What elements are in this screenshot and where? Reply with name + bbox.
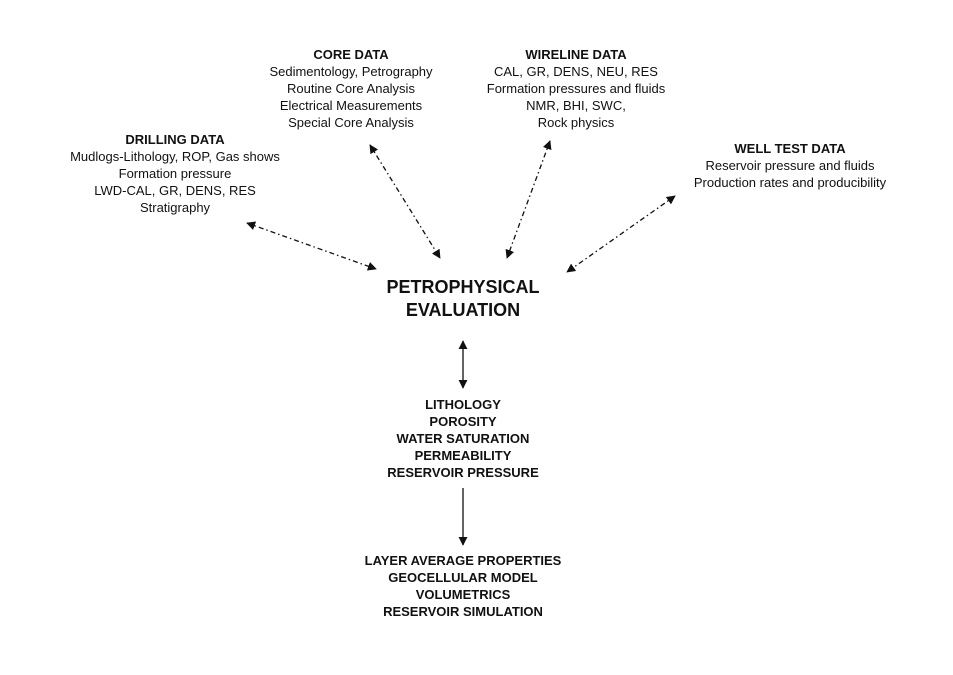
output-item: GEOCELLULAR MODEL — [388, 570, 538, 585]
property-item: PERMEABILITY — [414, 448, 512, 463]
wireline-data-item: Rock physics — [537, 115, 615, 130]
property-item: LITHOLOGY — [425, 397, 501, 412]
core-data-item: Routine Core Analysis — [287, 81, 415, 96]
core-data-item: Electrical Measurements — [279, 98, 423, 113]
well-test-data-item: Reservoir pressure and fluids — [705, 158, 875, 173]
core-data-item: Special Core Analysis — [288, 115, 414, 130]
wireline-data-item: NMR, BHI, SWC, — [526, 98, 626, 113]
property-item: POROSITY — [429, 414, 497, 429]
core-arrow — [369, 144, 441, 259]
wireline-data-title: WIRELINE DATA — [525, 47, 627, 62]
center-line: PETROPHYSICAL — [386, 277, 540, 297]
output-item: VOLUMETRICS — [415, 587, 511, 602]
wireline-data-item: CAL, GR, DENS, NEU, RES — [494, 64, 658, 79]
drilling-data-item: Formation pressure — [118, 166, 232, 181]
output-item: RESERVOIR SIMULATION — [383, 604, 543, 619]
center-line: EVALUATION — [405, 300, 521, 320]
properties-block: LITHOLOGY POROSITY WATER SATURATION PERM… — [360, 396, 566, 481]
drilling-data-item: Mudlogs-Lithology, ROP, Gas shows — [70, 149, 280, 164]
core-data-item: Sedimentology, Petrography — [269, 64, 433, 79]
drilling-data-title: DRILLING DATA — [125, 132, 225, 147]
outputs-block: LAYER AVERAGE PROPERTIES GEOCELLULAR MOD… — [343, 552, 583, 620]
well-test-data-block: WELL TEST DATA Reservoir pressure and fl… — [672, 140, 908, 191]
core-data-block: CORE DATA Sedimentology, Petrography Rou… — [252, 46, 450, 131]
property-item: WATER SATURATION — [396, 431, 530, 446]
drilling-data-block: DRILLING DATA Mudlogs-Lithology, ROP, Ga… — [50, 131, 300, 216]
property-item: RESERVOIR PRESSURE — [387, 465, 539, 480]
well-test-data-title: WELL TEST DATA — [734, 141, 846, 156]
drilling-arrow — [246, 221, 377, 271]
drilling-data-item: LWD-CAL, GR, DENS, RES — [94, 183, 256, 198]
wireline-arrow — [505, 140, 552, 259]
well-test-arrow — [566, 195, 676, 273]
petrophysical-evaluation-block: PETROPHYSICAL EVALUATION — [360, 276, 566, 322]
core-data-title: CORE DATA — [313, 47, 389, 62]
output-item: LAYER AVERAGE PROPERTIES — [364, 553, 562, 568]
wireline-data-block: WIRELINE DATA CAL, GR, DENS, NEU, RES Fo… — [468, 46, 684, 131]
well-test-data-item: Production rates and producibility — [693, 175, 887, 190]
drilling-data-item: Stratigraphy — [139, 200, 211, 215]
wireline-data-item: Formation pressures and fluids — [486, 81, 666, 96]
